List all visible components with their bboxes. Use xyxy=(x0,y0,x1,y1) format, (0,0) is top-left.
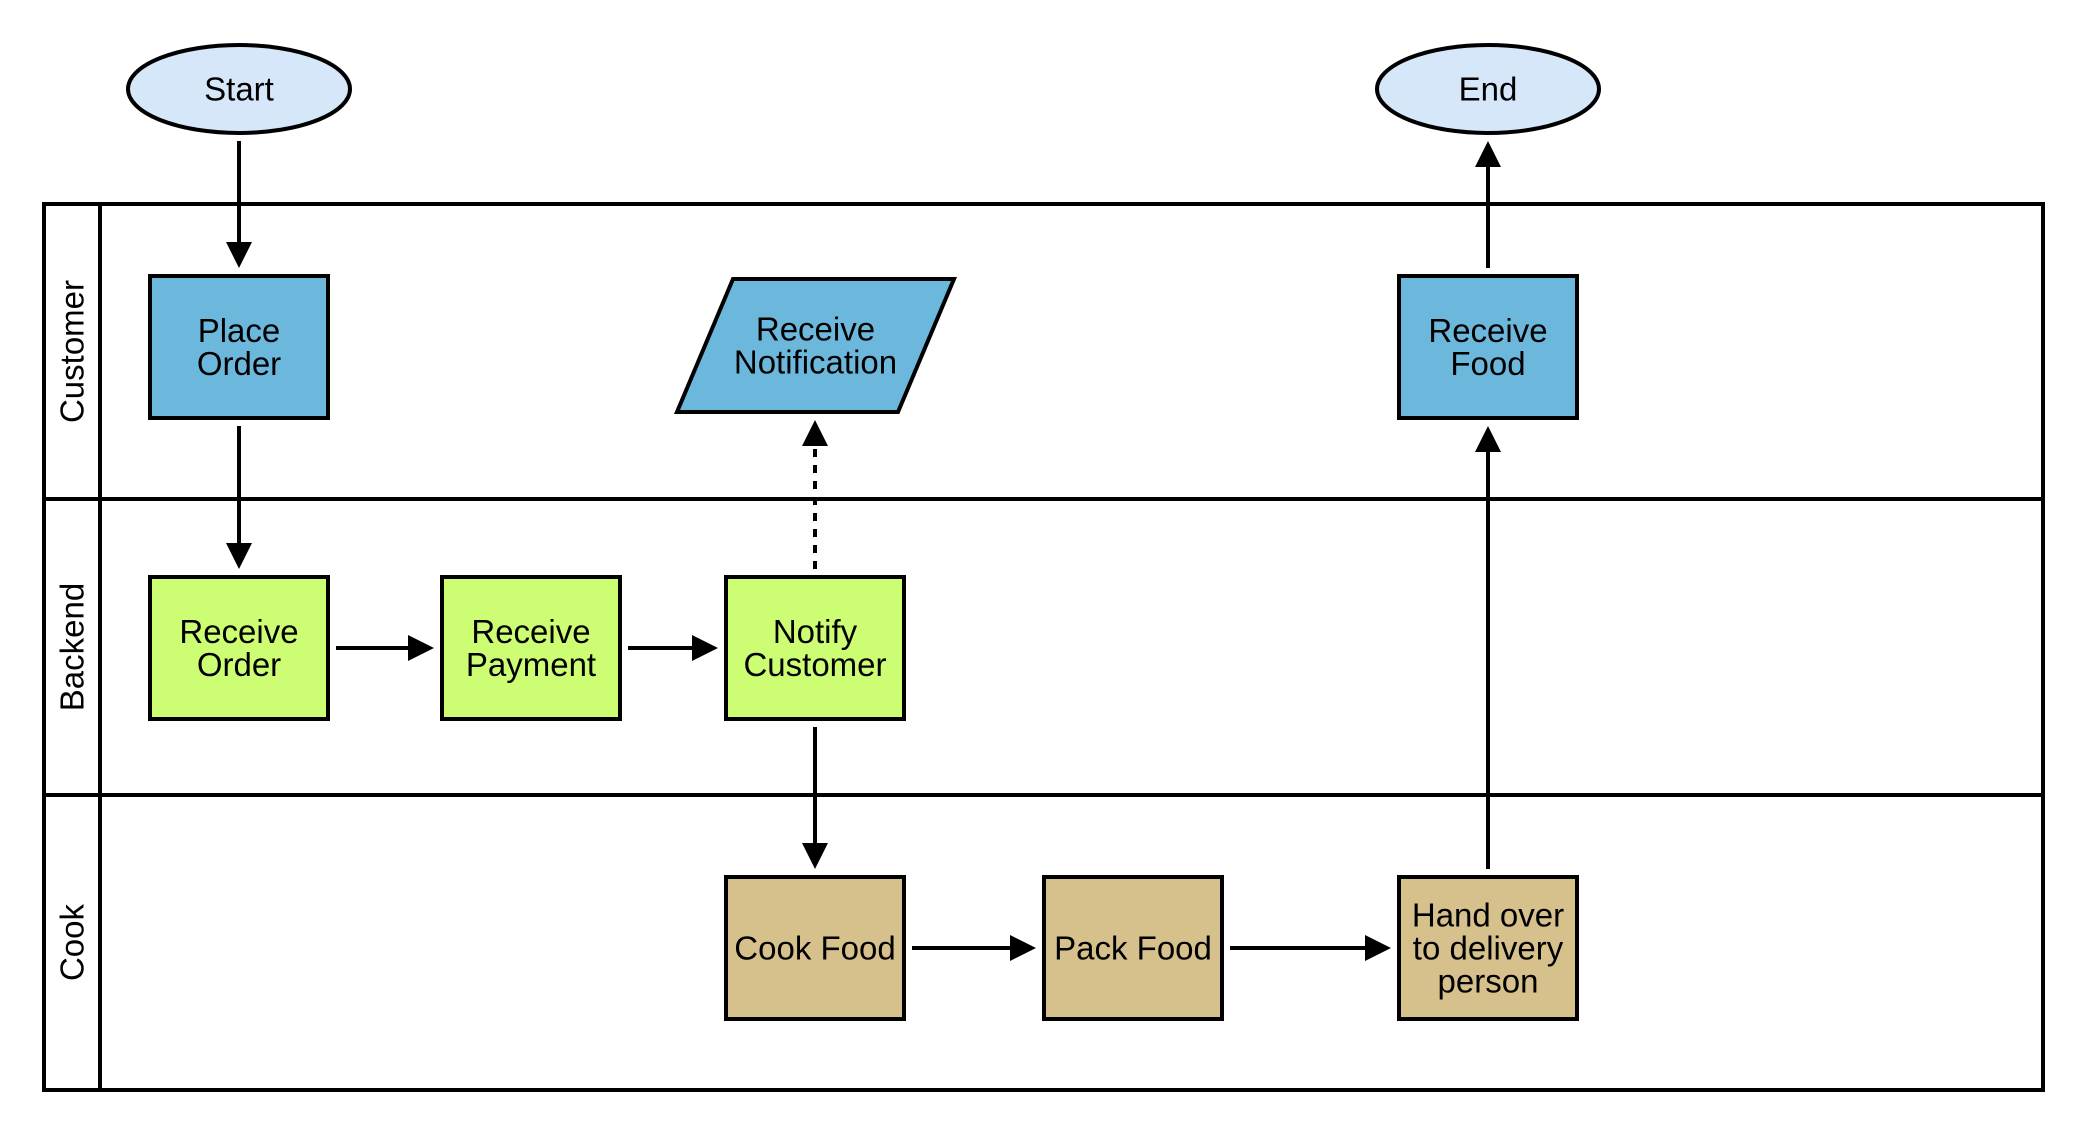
node-label-line: Order xyxy=(197,345,281,382)
arrowhead-icon xyxy=(802,843,828,869)
node-pack-food: Pack Food xyxy=(1042,875,1224,1021)
terminal-shape xyxy=(1375,43,1601,135)
arrowhead-icon xyxy=(1475,141,1501,167)
swimlane-frame xyxy=(42,202,2045,1092)
node-end: End xyxy=(1375,43,1601,135)
arrowhead-icon xyxy=(226,543,252,569)
node-label-line: Receive xyxy=(179,613,298,650)
edge-start-to-place_order xyxy=(226,141,252,268)
edge-receive_payment-to-notify_customer xyxy=(628,635,718,661)
process-shape xyxy=(724,875,906,1021)
arrowhead-icon xyxy=(1010,935,1036,961)
node-label-line: Receive xyxy=(756,311,875,348)
process-shape xyxy=(1397,274,1579,420)
io-shape xyxy=(673,277,958,414)
node-label-line: Cook Food xyxy=(734,930,895,967)
node-label-line: End xyxy=(1459,71,1518,108)
node-label-line: Hand over xyxy=(1412,897,1564,934)
edge-receive_food-to-end xyxy=(1475,141,1501,268)
lane-label-backend: Backend xyxy=(54,583,91,711)
node-label-line: Notify xyxy=(773,613,858,650)
edge-notify_customer-to-cook_food xyxy=(802,727,828,869)
edge-cook_food-to-pack_food xyxy=(912,935,1036,961)
edge-place_order-to-receive_order xyxy=(226,426,252,569)
node-label-line: Pack Food xyxy=(1054,930,1212,967)
node-label-line: Place xyxy=(198,312,281,349)
process-shape xyxy=(1397,875,1579,1021)
process-shape xyxy=(724,575,906,721)
lane-label-customer: Customer xyxy=(54,280,91,423)
lane-label-cook: Cook xyxy=(54,903,91,981)
node-label-line: Food xyxy=(1450,345,1525,382)
arrowhead-icon xyxy=(408,635,434,661)
node-label-line: Customer xyxy=(743,646,886,683)
process-shape xyxy=(1042,875,1224,1021)
flow-edges xyxy=(226,141,1501,961)
process-shape xyxy=(148,575,330,721)
arrowhead-icon xyxy=(802,420,828,446)
node-label-line: Payment xyxy=(466,646,596,683)
arrowhead-icon xyxy=(692,635,718,661)
edge-receive_order-to-receive_payment xyxy=(336,635,434,661)
node-label-line: Order xyxy=(197,646,281,683)
node-label-line: Receive xyxy=(471,613,590,650)
node-label-line: to delivery xyxy=(1413,930,1564,967)
node-label-line: Start xyxy=(204,71,274,108)
node-label-line: Receive xyxy=(1428,312,1547,349)
edge-pack_food-to-hand_over xyxy=(1230,935,1391,961)
process-shape xyxy=(148,274,330,420)
terminal-shape xyxy=(126,43,352,135)
node-cook-food: Cook Food xyxy=(724,875,906,1021)
node-label-line: person xyxy=(1438,963,1539,1000)
arrowhead-icon xyxy=(1365,935,1391,961)
edge-hand_over-to-receive_food xyxy=(1475,426,1501,869)
edge-notify_customer-to-receive_notification xyxy=(802,420,828,569)
arrowhead-icon xyxy=(226,242,252,268)
process-shape xyxy=(440,575,622,721)
node-label-line: Notification xyxy=(734,344,897,381)
arrowhead-icon xyxy=(1475,426,1501,452)
node-start: Start xyxy=(126,43,352,135)
